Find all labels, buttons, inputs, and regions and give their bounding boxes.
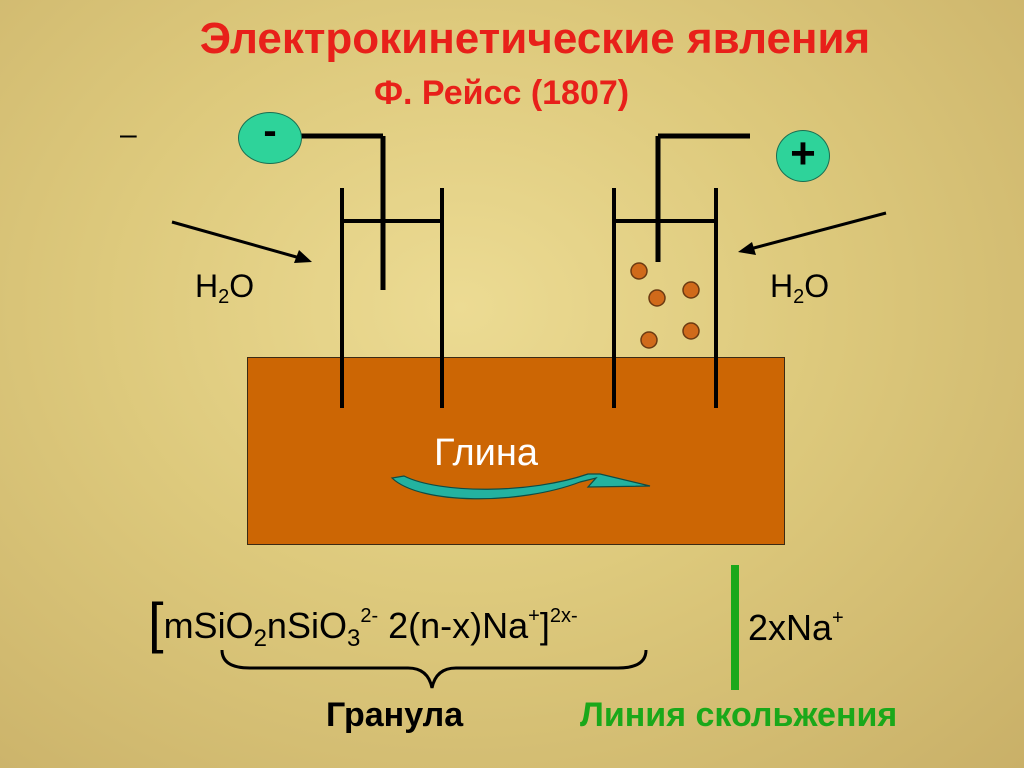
clay-particles <box>630 262 700 349</box>
formula-n-sup: 2- <box>360 605 379 627</box>
clay-particle <box>640 331 658 349</box>
negative-sign: - <box>263 109 277 153</box>
clay-block <box>247 357 785 545</box>
counter-ion-formula: 2xNa+ <box>748 607 844 649</box>
granule-brace <box>220 649 648 689</box>
clay-particle <box>682 322 700 340</box>
positive-sign: + <box>790 129 816 178</box>
positive-electrode-badge: + <box>776 130 830 182</box>
micelle-formula: [mSiO2nSiO32- 2(n-x)Na+]2x- <box>148 590 578 655</box>
counter-ion-sup: + <box>832 607 844 629</box>
formula-n-sub: 3 <box>346 625 361 652</box>
clay-particle <box>648 289 666 307</box>
clay-particle <box>682 281 700 299</box>
left-water-arrow <box>171 220 312 263</box>
formula-open-bracket: [ <box>148 591 164 654</box>
negative-electrode-badge: - <box>238 109 302 164</box>
formula-middle-part: 2(n-x)Na <box>378 605 529 646</box>
water-right-rest: O <box>804 268 830 304</box>
water-right-index: 2 <box>793 286 805 308</box>
right-water-arrow <box>738 211 887 255</box>
slip-line-label: Линия скольжения <box>580 696 898 734</box>
counter-ion-text: 2xNa <box>748 607 833 648</box>
water-right-symbol: H <box>770 268 794 304</box>
formula-close-bracket: ] <box>539 605 550 646</box>
clay-particle <box>630 262 648 280</box>
page-subtitle: Ф. Рейсс (1807) <box>374 74 630 112</box>
water-label-right: H2O <box>770 268 829 309</box>
water-left-index: 2 <box>218 286 230 308</box>
formula-m-sub: 2 <box>253 625 267 652</box>
flow-arrow-icon <box>390 473 651 500</box>
formula-close-sup: 2x- <box>549 605 578 627</box>
granule-label: Гранула <box>326 696 464 734</box>
stray-minus-sign: – <box>120 118 137 151</box>
formula-n-part: nSiO <box>266 605 347 646</box>
formula-m-part: mSiO <box>163 605 254 646</box>
clay-label: Глина <box>434 432 538 474</box>
page-title: Электрокинетические явления <box>199 14 871 63</box>
water-left-rest: O <box>229 268 255 304</box>
formula-middle-sup: + <box>528 605 540 627</box>
water-label-left: H2O <box>195 268 254 309</box>
water-left-symbol: H <box>195 268 219 304</box>
